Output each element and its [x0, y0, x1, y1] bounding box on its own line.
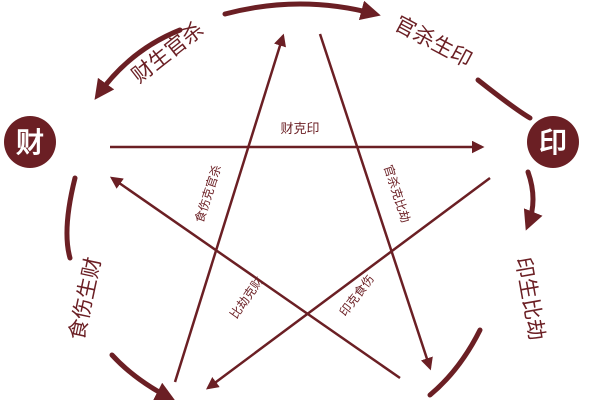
- arc-upper-left: [94, 27, 183, 100]
- node-yin-label: 印: [539, 126, 567, 159]
- control-star: [109, 33, 491, 390]
- arc-upper-right: [475, 77, 533, 121]
- label-guansha-ke-bijie: 官杀克比劫: [381, 163, 414, 225]
- arrow-bijie-ke-cai: [109, 176, 401, 380]
- arc-top: [222, 0, 381, 21]
- label-bijie-ke-cai: 比劫克财: [227, 274, 266, 321]
- arc-lower-right: [523, 169, 543, 231]
- arrow-shishang-ke-guansha: [173, 33, 286, 383]
- label-shishang-sheng-cai: 食伤生财: [65, 255, 106, 342]
- label-shishang-ke-guansha: 食伤克官杀: [191, 163, 224, 225]
- arc-lower-left: [64, 175, 78, 261]
- arrow-yin-ke-shishang: [205, 176, 491, 390]
- node-cai-circle: [4, 116, 56, 168]
- label-cai-ke-yin: 财克印: [280, 122, 319, 137]
- node-yin-circle: [527, 116, 579, 168]
- node-cai-label: 财: [16, 126, 44, 159]
- node-cai: 财: [4, 116, 56, 168]
- node-yin: 印: [527, 116, 579, 168]
- arc-bottom-left: [109, 352, 176, 400]
- label-guansha-sheng-yin: 官杀生印: [391, 12, 476, 73]
- generation-cycle: [64, 0, 543, 400]
- label-yin-sheng-bijie: 印生比劫: [511, 255, 549, 342]
- arc-bottom-right: [427, 327, 483, 398]
- arrow-guansha-ke-bijie: [318, 33, 433, 371]
